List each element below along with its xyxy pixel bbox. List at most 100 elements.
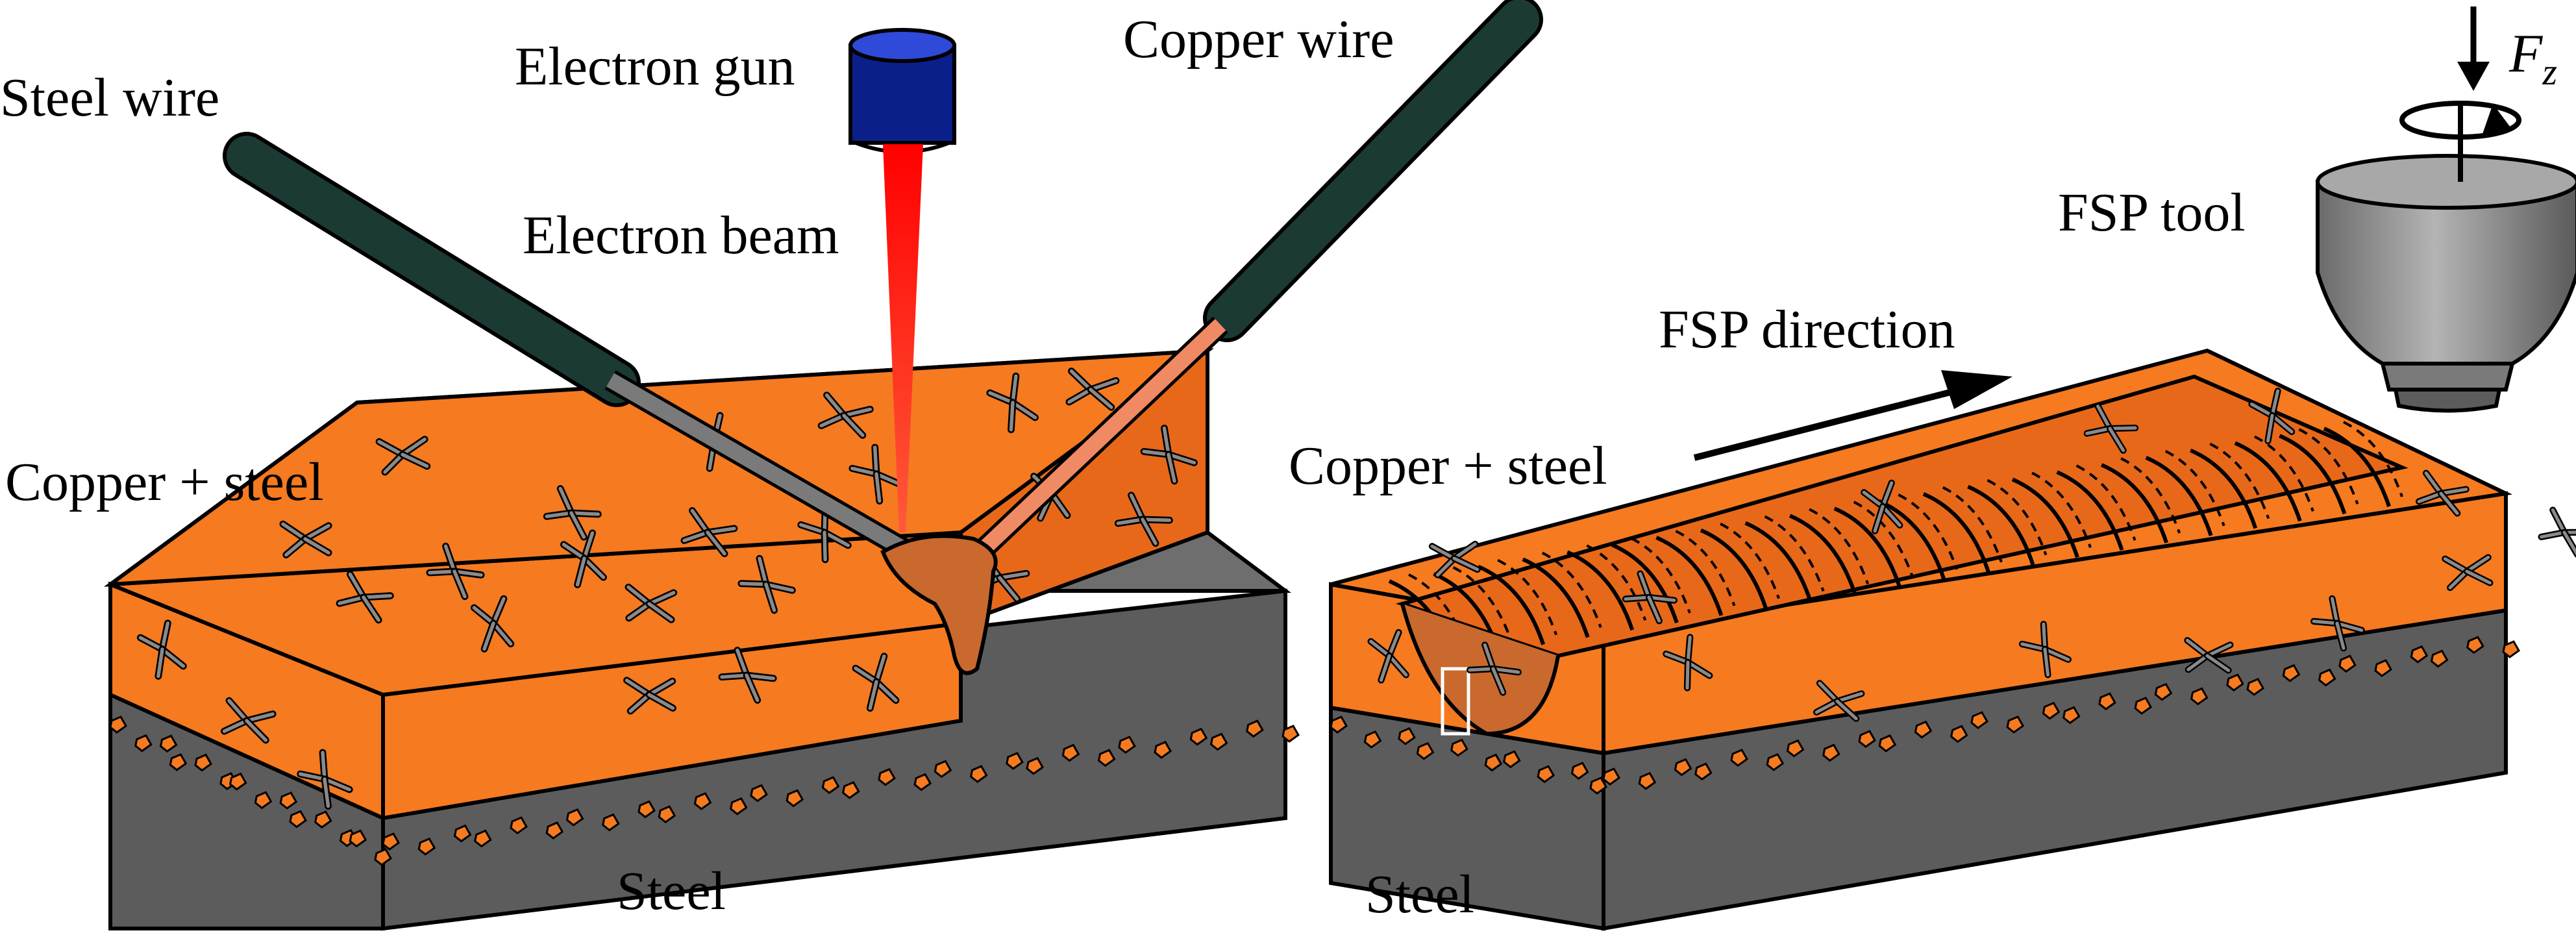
dendrite (1622, 570, 1678, 625)
interface-particle (693, 792, 712, 810)
copper-steel-right-label: Copper + steel (1289, 436, 1607, 496)
dendrite (848, 443, 905, 505)
interface-particle (1209, 732, 1228, 751)
interface-particle (453, 824, 472, 843)
dendrite (279, 520, 332, 558)
copper-wire-label: Copper wire (1123, 9, 1394, 69)
interface-particle (1061, 743, 1080, 762)
interface-particle (750, 784, 768, 803)
force-symbol: F (2508, 23, 2544, 84)
interface-particle (1006, 751, 1024, 770)
left-workpiece (104, 347, 1300, 931)
interface-particle (2430, 649, 2449, 668)
flow-line (1898, 493, 1959, 570)
dendrite (426, 542, 485, 601)
interface-particle (169, 753, 188, 771)
dendrite (1065, 368, 1120, 411)
interface-particle (2190, 687, 2209, 706)
interface-particle (1330, 716, 1348, 734)
interface-particle (1674, 758, 1692, 777)
interface-particle (1858, 730, 1876, 748)
interface-particle (1730, 749, 1748, 767)
flow-line (1809, 508, 1870, 584)
interface-particle (1822, 743, 1840, 762)
steel-left-label: Steel (617, 861, 726, 921)
dendrite (817, 392, 874, 439)
flow-line (1833, 506, 1901, 588)
interface-particle (2502, 640, 2520, 658)
interface-particle (314, 810, 332, 829)
interface-particle (1097, 749, 1116, 767)
steel-wire (223, 132, 915, 562)
interface-particle (1694, 762, 1713, 781)
right-workpiece (1329, 348, 2576, 931)
dendrite (718, 647, 777, 704)
interface-particle (1118, 736, 1136, 754)
fsp-tool (2316, 154, 2576, 413)
flow-line (1942, 486, 2003, 563)
flow-line (2279, 434, 2347, 515)
flow-line (1720, 522, 1780, 599)
flow-line (2234, 441, 2302, 522)
interface-particle (638, 800, 656, 819)
interface-particle (1638, 771, 1657, 790)
flow-line (1497, 558, 1558, 636)
interface-particle (254, 791, 273, 810)
dendrite (297, 749, 353, 810)
interface-particle (1786, 739, 1805, 758)
down-force-arrow-icon (2457, 6, 2490, 91)
interface-particle (1589, 777, 1607, 795)
dendrite (336, 571, 394, 624)
interface-particle (1878, 734, 1897, 753)
flow-line (2209, 442, 2270, 519)
interface-particle (913, 773, 932, 792)
dendrite (986, 372, 1039, 434)
flow-line (2075, 464, 2136, 541)
flow-line (2190, 448, 2258, 529)
flow-line (2056, 470, 2124, 551)
interface-particle (2006, 715, 2025, 734)
dendrite (2018, 621, 2072, 679)
interface-particle (2318, 668, 2336, 687)
steel-right-label: Steel (1365, 864, 1474, 925)
interface-particle (658, 805, 676, 824)
interface-particle (1154, 740, 1172, 759)
stir-zone-marker (1441, 667, 1470, 736)
flow-line (1987, 479, 2048, 556)
interface-particle (1282, 725, 1300, 743)
flow-line (1452, 566, 1513, 643)
interface-particle (417, 837, 436, 856)
dendrite (2416, 469, 2470, 517)
interface-particle (1026, 756, 1045, 775)
interface-particle (1484, 753, 1503, 772)
interface-particle (2098, 692, 2116, 711)
dendrite (2248, 388, 2296, 445)
steel-wire-label: Steel wire (0, 68, 219, 128)
interface-particle (565, 808, 584, 827)
rotation-arrow-icon (2399, 101, 2521, 182)
right-steel-dendrites (1367, 388, 2576, 722)
interface-particle (1950, 725, 1968, 743)
interface-particle (229, 772, 247, 791)
interface-particle (109, 716, 127, 734)
flow-line (1655, 536, 1724, 616)
fsp-tool-label: FSP tool (2058, 182, 2246, 243)
dendrite (1861, 479, 1903, 534)
interface-particle (545, 821, 564, 840)
dendrite (2184, 637, 2234, 674)
dendrite (470, 595, 515, 653)
interface-particle (821, 776, 840, 794)
flow-line (2031, 471, 2092, 548)
interface-particle (2466, 636, 2484, 654)
electron-gun-label: Electron gun (515, 36, 795, 97)
flow-line (1922, 492, 1990, 573)
interface-particle (1450, 738, 1468, 757)
interface-particle (1416, 742, 1435, 760)
flow-line (1522, 557, 1590, 638)
interface-particle (2282, 664, 2301, 682)
interface-particle (1246, 719, 1264, 738)
interface-particle (1398, 727, 1416, 745)
fsp-direction-arrow (1693, 370, 2012, 461)
interface-particle (2226, 673, 2244, 692)
